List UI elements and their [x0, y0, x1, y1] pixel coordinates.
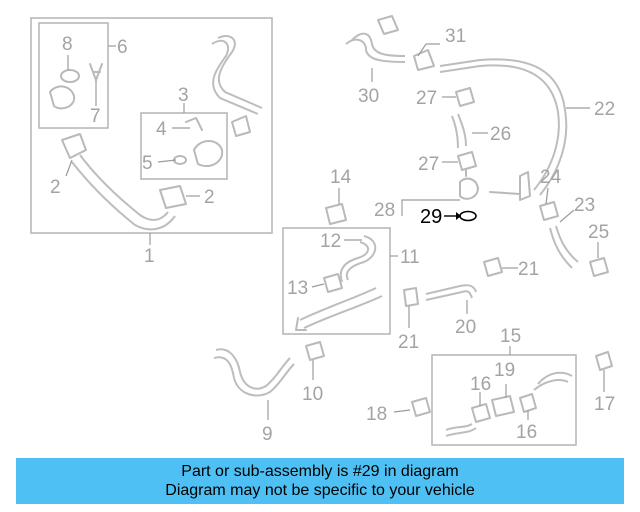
hose-26 — [451, 113, 467, 149]
hose-30 — [345, 32, 406, 63]
flange-8 — [49, 69, 80, 110]
hose-15-lower — [445, 423, 477, 437]
leader-lines — [65, 43, 605, 420]
callout-16b: 16 — [516, 422, 537, 443]
clip-24 — [539, 201, 559, 221]
callout-31: 31 — [445, 26, 466, 47]
clip-21b — [403, 287, 419, 307]
callout-17: 17 — [594, 394, 615, 415]
banner-line-2: Diagram may not be specific to your vehi… — [165, 482, 475, 499]
group-box-3 — [140, 112, 228, 180]
callout-21a: 21 — [518, 259, 539, 280]
pipe-11 — [295, 287, 383, 331]
clip-25 — [589, 257, 609, 277]
callout-26: 26 — [490, 124, 511, 145]
callout-22: 22 — [594, 99, 615, 120]
callout-16a: 16 — [470, 374, 491, 395]
hose-23 — [549, 225, 579, 269]
callout-4: 4 — [156, 119, 167, 140]
callout-2b: 2 — [204, 187, 215, 208]
clip-16b — [519, 393, 537, 413]
callout-6: 6 — [117, 37, 128, 58]
clip-17 — [595, 351, 613, 371]
callout-25: 25 — [588, 222, 609, 243]
callout-12: 12 — [320, 231, 341, 252]
hose-12 — [339, 235, 377, 283]
clip-13 — [323, 273, 343, 293]
leader-29 — [444, 212, 461, 220]
callout-29: 29 — [420, 206, 442, 228]
hose-20 — [425, 284, 477, 301]
group-box-1 — [30, 17, 273, 234]
clip-16a — [471, 403, 491, 423]
callout-21b: 21 — [398, 332, 419, 353]
callout-27b: 27 — [418, 154, 439, 175]
callout-19: 19 — [494, 360, 515, 381]
callout-20: 20 — [455, 317, 476, 338]
callout-8: 8 — [62, 34, 73, 55]
callout-14: 14 — [330, 167, 352, 188]
callout-30: 30 — [358, 86, 379, 107]
hose-clamp-2b — [159, 185, 187, 209]
clip-10 — [305, 341, 325, 361]
callout-1: 1 — [144, 246, 155, 267]
callout-23: 23 — [574, 195, 595, 216]
parts-diagram: 8 6 7 3 4 5 2 2 1 31 30 27 22 26 27 14 2… — [30, 15, 615, 446]
callout-3: 3 — [178, 85, 189, 106]
banner-line-1: Part or sub-assembly is #29 in diagram — [181, 463, 459, 480]
coolant-hose-1 — [71, 154, 176, 231]
callout-18: 18 — [366, 404, 387, 425]
hose-clamp-2a — [61, 133, 87, 159]
info-banner: Part or sub-assembly is #29 in diagram D… — [16, 458, 624, 504]
clip-21a — [483, 257, 503, 277]
connector-28 — [459, 169, 479, 200]
hose-19 — [491, 371, 573, 417]
clip-breather — [231, 115, 251, 137]
callout-11: 11 — [400, 247, 420, 268]
bracket-7 — [89, 63, 103, 81]
group-box-6 — [38, 22, 109, 129]
callout-15: 15 — [500, 326, 521, 347]
callout-7: 7 — [90, 106, 101, 127]
callout-2a: 2 — [50, 177, 61, 198]
clip-14 — [325, 203, 347, 225]
callout-27a: 27 — [416, 88, 437, 109]
pipe-22 — [439, 58, 568, 201]
callout-9: 9 — [262, 424, 273, 445]
callout-24: 24 — [540, 167, 562, 188]
hose-9 — [213, 348, 295, 397]
clip-27a — [455, 87, 475, 107]
breather-hose-top — [211, 34, 263, 115]
callout-13: 13 — [287, 278, 308, 299]
group-box-11 — [282, 227, 391, 335]
callout-28: 28 — [374, 200, 395, 221]
clip-27b — [457, 151, 477, 171]
callout-10: 10 — [302, 384, 323, 405]
clip-31 — [377, 15, 435, 71]
water-pump-3 — [173, 117, 224, 168]
clip-18 — [411, 397, 431, 417]
o-ring-29 — [459, 210, 477, 222]
group-box-15 — [431, 354, 577, 446]
callout-5: 5 — [142, 153, 153, 174]
